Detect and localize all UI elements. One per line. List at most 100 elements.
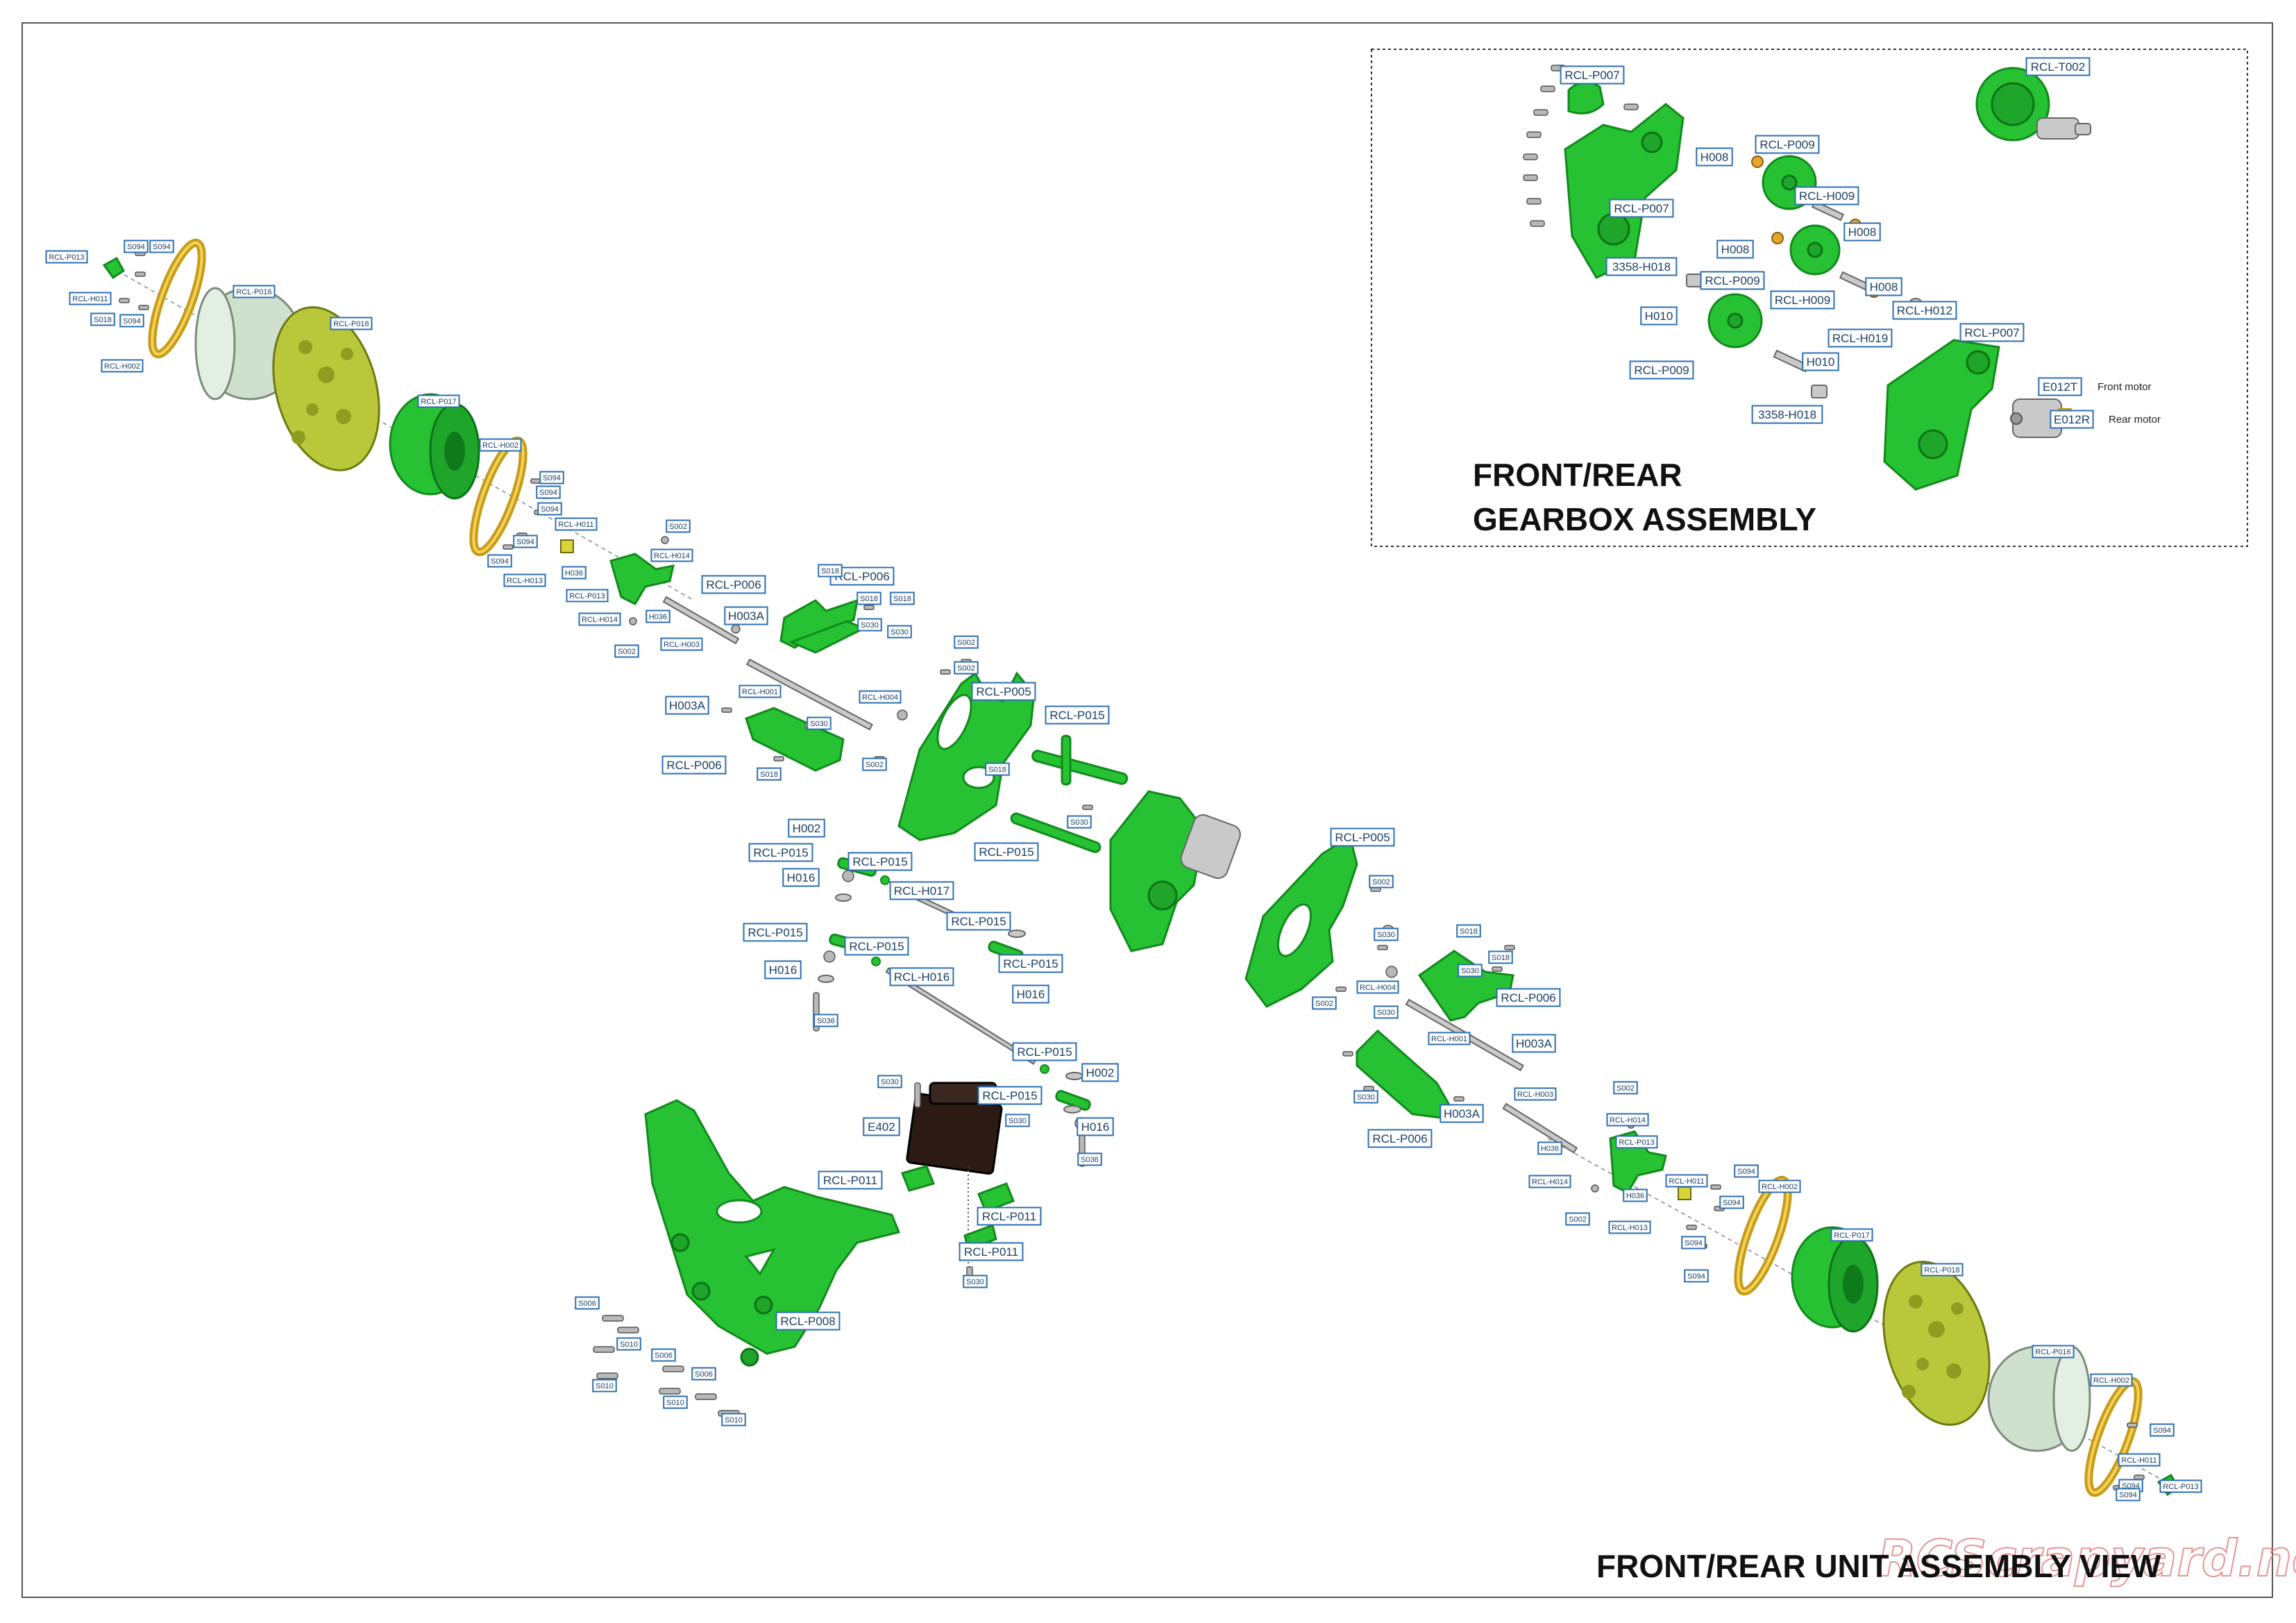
rear-motor-note: Rear motor [2109,414,2161,426]
part-label-box [1921,1263,1964,1277]
part-label-box [877,1075,902,1088]
tire-p018 [272,306,380,471]
part-label-text: RCL-P005 [1335,831,1390,844]
part-label-text: S006 [695,1370,713,1379]
part-label-text: S094 [516,538,534,546]
part-label-box [977,1206,1042,1226]
part-label: RCL-P006 [661,755,727,775]
part-label-text: RCL-H013 [1612,1224,1648,1232]
part-label: 3358-H018 [1605,257,1678,276]
part-label-box [1367,1129,1433,1148]
part-label-text: H016 [1017,988,1045,1001]
part-label-text: RCL-H004 [862,693,898,702]
part-label: RCL-H003 [1514,1087,1557,1101]
part-label: RCL-H014 [1528,1175,1571,1188]
part-label-box [2025,57,2091,76]
part-label-box [954,661,979,675]
part-label: S018 [1488,950,1513,964]
part-label: RCL-H002 [101,359,144,373]
servo-assembly [900,1082,1021,1277]
part-label: RCL-P015 [844,936,909,956]
part-label: S002 [954,661,979,675]
part-label-box [1843,222,1881,242]
part-label: S094 [1734,1164,1759,1178]
spur-gear-t002 [1975,67,2091,142]
part-label-text: RCL-H002 [2093,1377,2129,1385]
part-label: RCL-P005 [1330,827,1395,847]
part-label-box [1077,1152,1102,1166]
part-label-box [101,359,144,373]
part-label: S094 [487,554,512,568]
part-label: RCL-H011 [2118,1453,2161,1467]
part-label-box [1330,827,1395,847]
part-label: S094 [513,535,538,548]
part-label-text: H002 [793,822,821,835]
part-label-box [69,292,112,305]
part-label-box [661,755,727,775]
gearbox-small-cover [1567,81,1605,115]
part-label-box [1312,996,1337,1010]
part-label-box [1496,988,1561,1007]
part-label-text: RCL-P015 [1049,709,1104,722]
part-label-text: S002 [1372,878,1390,886]
part-label: RCL-P013 [45,250,88,264]
part-label: RCL-P007 [1560,65,1625,85]
part-label-text: RCL-H016 [894,970,949,984]
part-label-text: S094 [123,317,141,326]
part-label-text: RCL-P006 [1501,991,1555,1004]
part-label: RCL-H002 [2090,1373,2133,1387]
part-label-box [575,1296,600,1310]
part-label-text: RCL-P018 [333,320,369,328]
part-label: S018 [90,312,115,326]
part-label: RCL-P009 [1629,360,1694,380]
part-label: RCL-P006 [1367,1129,1433,1148]
part-label-text: RCL-P017 [421,398,456,406]
part-label-box [721,1413,746,1427]
part-label: RCL-H009 [1794,186,1859,205]
part-label: H010 [1802,352,1839,371]
part-label: S010 [663,1395,688,1409]
part-label-box [844,936,909,956]
part-label-text: S018 [821,567,839,575]
part-label-box [691,1367,716,1381]
part-label-text: RCL-H011 [72,295,108,303]
part-label: S094 [1684,1269,1709,1283]
part-label: RCL-P007 [1609,199,1674,218]
part-label: E402 [863,1117,900,1136]
part-label-box [578,612,621,626]
lower-arm-p006 [745,707,845,772]
part-label-text: RCL-H003 [1517,1091,1553,1099]
part-label-box [963,1275,988,1288]
part-label-box [1456,924,1481,938]
part-label-box [2118,1453,2161,1467]
gearbox-housing-left [1564,103,1685,279]
part-label: S030 [807,716,832,730]
part-label-box [1081,1063,1119,1082]
part-label-text: S002 [618,648,636,656]
part-label-text: RCL-P011 [964,1245,1018,1259]
left-wheel-assembly [102,238,740,645]
part-label: H008 [1696,147,1733,167]
part-label-box [959,1242,1024,1261]
part-label-box [863,1117,900,1136]
part-label-box [1755,135,1820,154]
part-label-text: S018 [760,771,778,779]
part-label-box [1609,199,1674,218]
part-label: RCL-P017 [417,394,460,408]
part-label-text: S036 [817,1017,835,1025]
part-label-text: H003A [1516,1037,1553,1050]
part-label-text: H008 [1700,151,1729,164]
part-label-box [985,762,1010,776]
bumper-screws [593,1315,740,1417]
part-label-text: S018 [893,595,911,603]
part-label: RCL-P015 [1012,1042,1077,1061]
part-label-text: S094 [1687,1272,1705,1281]
part-label: S018 [1456,924,1481,938]
part-label-box [2150,1423,2175,1437]
part-label: RCL-P015 [748,843,813,862]
part-label-box [1458,964,1483,977]
part-label: RCL-P006 [1496,988,1561,1007]
part-label-box [513,535,538,548]
part-label-text: RCL-P011 [823,1174,877,1187]
center-motor [1180,814,1241,880]
